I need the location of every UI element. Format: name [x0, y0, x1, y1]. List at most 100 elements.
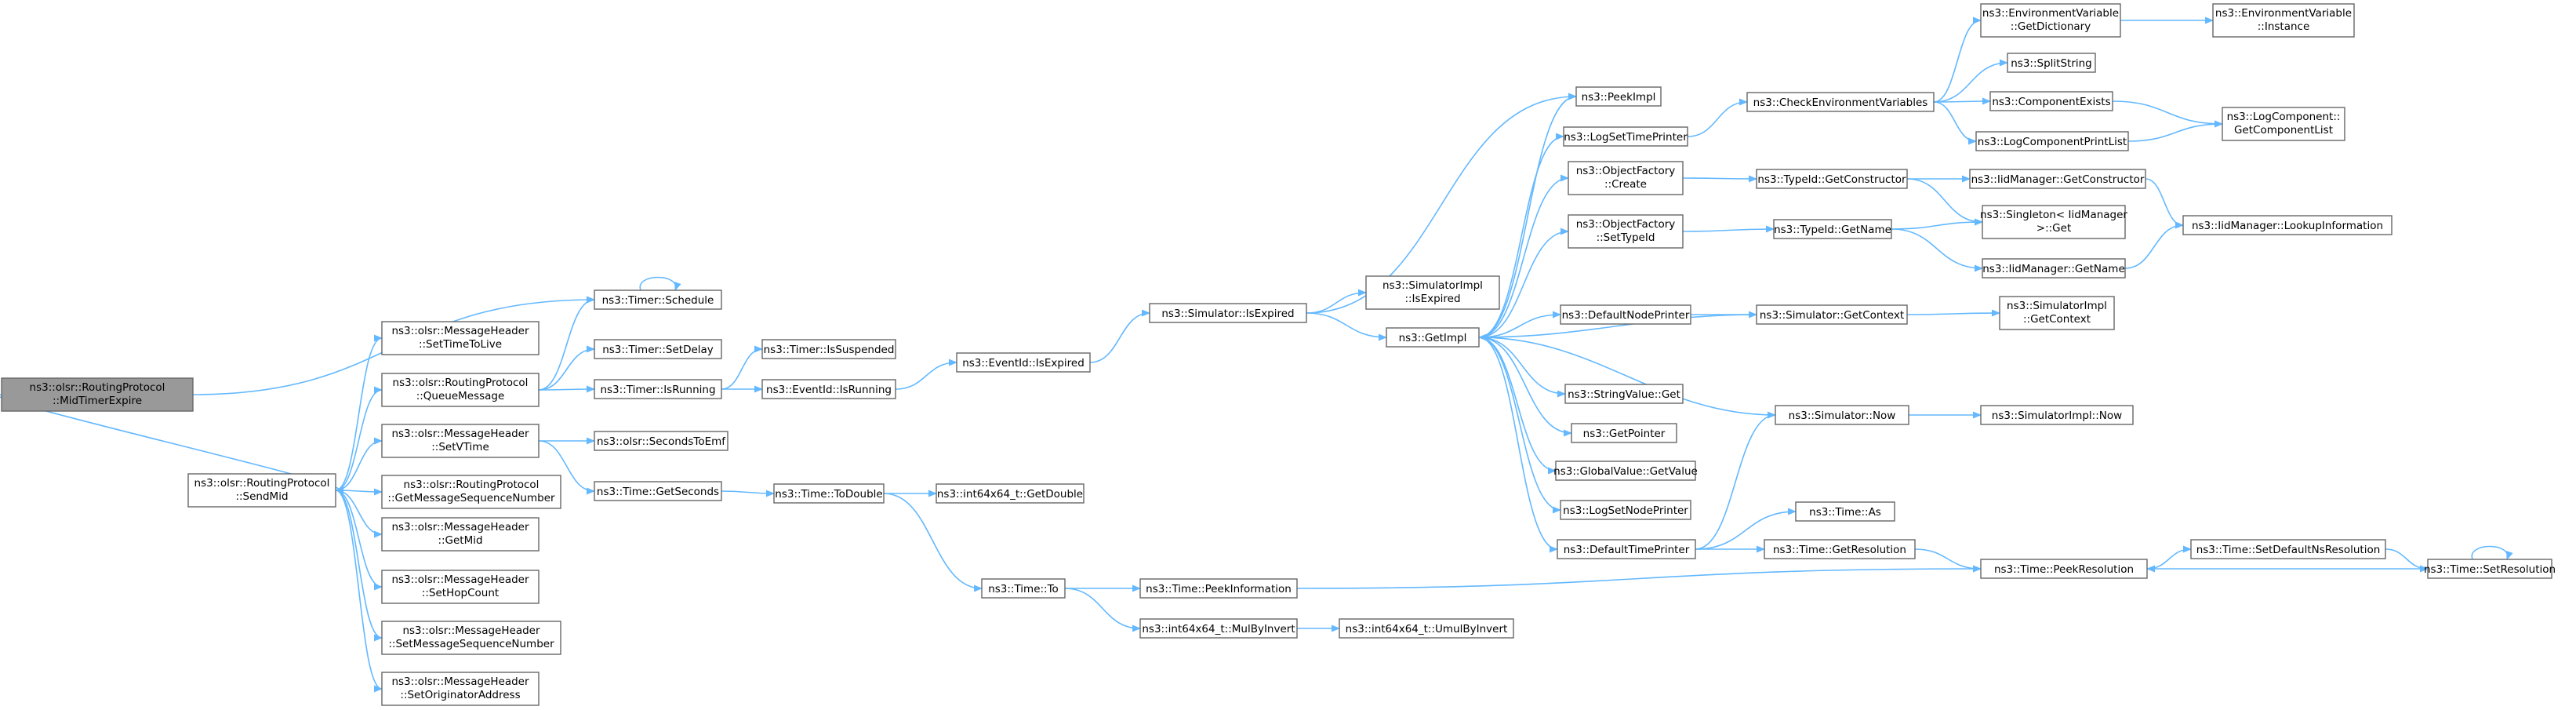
edge-ofcreate-to-typeidgetctor [1682, 175, 1758, 183]
node-setttl[interactable]: ns3::olsr::MessageHeader::SetTimeToLive [381, 321, 540, 355]
node-simgetcontext[interactable]: ns3::Simulator::GetContext [1756, 304, 1908, 325]
node-iidgetctor[interactable]: ns3::IidManager::GetConstructor [1969, 169, 2146, 189]
node-deftimeprinter[interactable]: ns3::DefaultTimePrinter [1557, 539, 1696, 559]
node-simnow[interactable]: ns3::Simulator::Now [1775, 405, 1909, 425]
node-box [187, 473, 336, 508]
node-getpointer[interactable]: ns3::GetPointer [1571, 423, 1677, 443]
node-envinstance[interactable]: ns3::EnvironmentVariable::Instance [2212, 3, 2355, 38]
node-label: ::GetMid [438, 534, 482, 547]
node-box [2222, 107, 2345, 141]
node-box [1560, 500, 1691, 520]
node-label: ns3::CheckEnvironmentVariables [1753, 96, 1928, 109]
node-mulbyinvert[interactable]: ns3::int64x64_t::MulByInvert [1139, 618, 1298, 639]
node-peekres[interactable]: ns3::Time::PeekResolution [1980, 559, 2148, 579]
node-getimpl[interactable]: ns3::GetImpl [1386, 327, 1480, 348]
node-logcompgetlist[interactable]: ns3::LogComponent::GetComponentList [2222, 107, 2345, 141]
node-mte[interactable]: ns3::olsr::RoutingProtocol::MidTimerExpi… [1, 377, 194, 412]
node-box [1773, 219, 1892, 239]
node-label: ns3::SimulatorImpl::Now [1992, 410, 2122, 422]
node-typeidgetctor[interactable]: ns3::TypeId::GetConstructor [1756, 169, 1908, 189]
node-box [1756, 169, 1908, 189]
node-getdouble[interactable]: ns3::int64x64_t::GetDouble [936, 483, 1085, 504]
node-queuemsg[interactable]: ns3::olsr::RoutingProtocol::QueueMessage [381, 373, 540, 407]
node-simimplisexpired[interactable]: ns3::SimulatorImpl::IsExpired [1365, 275, 1500, 310]
node-typeidgetname[interactable]: ns3::TypeId::GetName [1773, 219, 1892, 239]
node-box [2212, 3, 2355, 38]
node-sethop[interactable]: ns3::olsr::MessageHeader::SetHopCount [381, 570, 540, 604]
node-singletonget[interactable]: ns3::Singleton< IidManager >::Get [1980, 205, 2127, 239]
node-logsettime[interactable]: ns3::LogSetTimePrinter [1563, 126, 1688, 147]
node-sendmid[interactable]: ns3::olsr::RoutingProtocol::SendMid [187, 473, 336, 508]
node-box [594, 431, 728, 451]
node-timeas[interactable]: ns3::Time::As [1795, 501, 1895, 522]
node-label: ns3::Timer::IsSuspended [764, 344, 895, 356]
node-box [1775, 405, 1909, 425]
node-label: ns3::ObjectFactory [1576, 165, 1676, 177]
node-schedule[interactable]: ns3::Timer::Schedule [594, 289, 722, 310]
node-simimplnow[interactable]: ns3::SimulatorImpl::Now [1980, 405, 2134, 425]
node-splitstring[interactable]: ns3::SplitString [2007, 53, 2096, 73]
node-peekimpl[interactable]: ns3::PeekImpl [1575, 86, 1662, 107]
node-compexists[interactable]: ns3::ComponentExists [1989, 91, 2113, 111]
node-box [381, 373, 540, 407]
node-logsetnode[interactable]: ns3::LogSetNodePrinter [1560, 500, 1691, 520]
node-setvtime[interactable]: ns3::olsr::MessageHeader::SetVTime [381, 424, 540, 458]
node-setdefnsres[interactable]: ns3::Time::SetDefaultNsResolution [2190, 539, 2386, 559]
node-peekinfo[interactable]: ns3::Time::PeekInformation [1139, 578, 1298, 599]
node-getmid[interactable]: ns3::olsr::MessageHeader::GetMid [381, 517, 540, 552]
node-label: ::IsExpired [1404, 293, 1460, 305]
node-eventisrunning[interactable]: ns3::EventId::IsRunning [761, 379, 896, 399]
node-simisexpired[interactable]: ns3::Simulator::IsExpired [1149, 303, 1307, 323]
node-label: GetComponentList [2234, 124, 2333, 137]
node-isrunning[interactable]: ns3::Timer::IsRunning [594, 379, 722, 399]
node-getmsgseq[interactable]: ns3::olsr::RoutingProtocol::GetMessageSe… [381, 475, 561, 509]
node-checkenv[interactable]: ns3::CheckEnvironmentVariables [1746, 92, 1935, 112]
node-todouble[interactable]: ns3::Time::ToDouble [773, 483, 885, 504]
node-setdelay[interactable]: ns3::Timer::SetDelay [594, 339, 722, 359]
edge-isrunning-to-issuspended [721, 345, 764, 390]
edge-getimpl-to-strvalget [1478, 337, 1567, 398]
node-box [936, 483, 1085, 504]
node-box [594, 481, 722, 501]
node-box [1575, 86, 1662, 107]
node-label: ::SendMid [235, 490, 288, 503]
node-setmsgseq[interactable]: ns3::olsr::MessageHeader::SetMessageSequ… [381, 621, 561, 655]
node-ofsettypeid[interactable]: ns3::ObjectFactory::SetTypeId [1568, 214, 1684, 249]
edge-sendmid-to-setmsgseq [335, 490, 383, 642]
node-umulbyinvert[interactable]: ns3::int64x64_t::UmulByInvert [1339, 618, 1514, 639]
node-setres[interactable]: ns3::Time::SetResolution [2424, 559, 2556, 579]
node-label: ns3::IidManager::LookupInformation [2192, 220, 2383, 232]
node-label: ns3::Time::SetResolution [2424, 563, 2556, 576]
node-iidlookup[interactable]: ns3::IidManager::LookupInformation [2182, 215, 2393, 235]
node-secondstoemf[interactable]: ns3::olsr::SecondsToEmf [594, 431, 728, 451]
node-setorig[interactable]: ns3::olsr::MessageHeader::SetOriginatorA… [381, 672, 540, 706]
node-envgetdict[interactable]: ns3::EnvironmentVariable::GetDictionary [1980, 3, 2121, 38]
node-box [1139, 618, 1298, 639]
node-box [381, 621, 561, 655]
edge-simisexpired-to-getimpl [1306, 312, 1388, 341]
node-timeto[interactable]: ns3::Time::To [981, 578, 1066, 599]
edge-logcompprintlist-to-logcompgetlist [2127, 120, 2224, 142]
node-logcompprintlist[interactable]: ns3::LogComponentPrintList [1975, 131, 2129, 151]
node-globalvalget[interactable]: ns3::GlobalValue::GetValue [1553, 461, 1698, 481]
node-ofcreate[interactable]: ns3::ObjectFactory::Create [1568, 161, 1684, 195]
node-iidgetname[interactable]: ns3::IidManager::GetName [1982, 258, 2126, 279]
node-getseconds[interactable]: ns3::Time::GetSeconds [594, 481, 722, 501]
node-box [381, 672, 540, 706]
node-label: ::GetMessageSequenceNumber [387, 492, 555, 504]
node-timegetres[interactable]: ns3::Time::GetResolution [1764, 539, 1916, 559]
node-label: ::SetVTime [431, 441, 489, 453]
edges-layer [0, 16, 2513, 693]
node-eventisexpired[interactable]: ns3::EventId::IsExpired [956, 352, 1091, 373]
node-strvalget[interactable]: ns3::StringValue::Get [1564, 384, 1684, 404]
node-defnodeprinter[interactable]: ns3::DefaultNodePrinter [1560, 304, 1691, 325]
edge-checkenv-to-splitstring [1933, 59, 2009, 103]
node-issuspended[interactable]: ns3::Timer::IsSuspended [761, 339, 896, 359]
node-label: ns3::olsr::RoutingProtocol [404, 479, 540, 491]
edge-getimpl-to-deftimeprinter [1478, 337, 1559, 553]
node-simimplgetctx[interactable]: ns3::SimulatorImpl::GetContext [1999, 296, 2115, 330]
edge-sendmid-to-sethop [335, 490, 383, 591]
node-box [381, 570, 540, 604]
node-label: ::SetMessageSequenceNumber [388, 638, 554, 650]
node-label: ns3::int64x64_t::MulByInvert [1142, 623, 1295, 635]
